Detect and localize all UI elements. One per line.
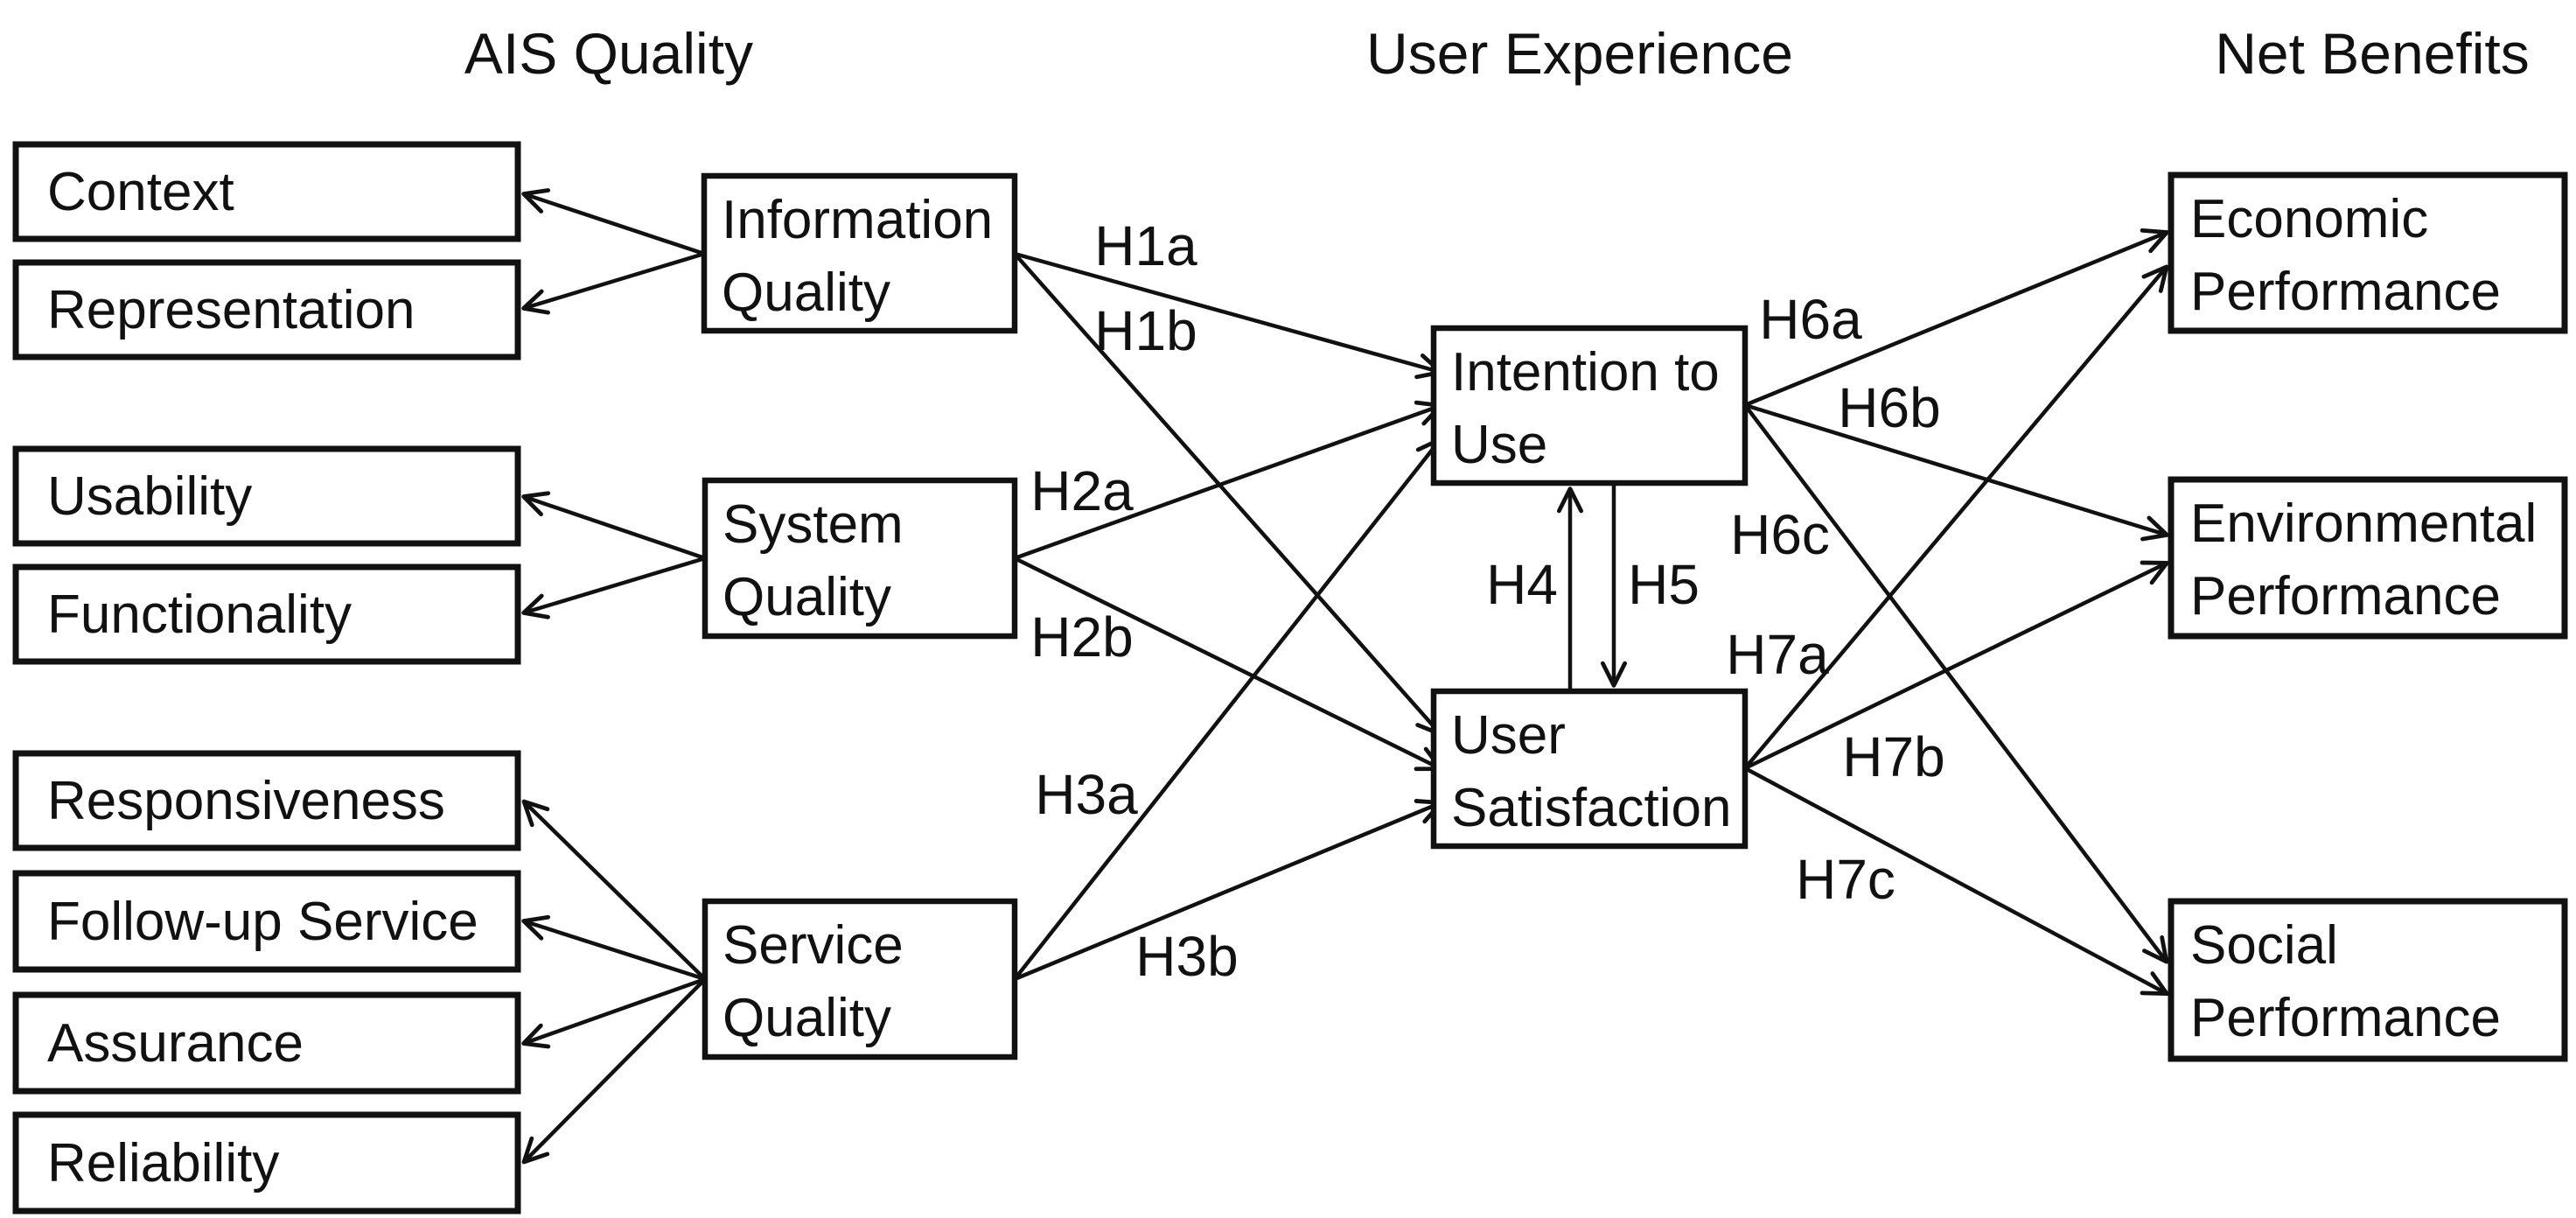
arrow-h7a — [1743, 264, 2169, 770]
indicator-box-context: Context — [12, 141, 521, 242]
construct-label-line2: Performance — [2190, 262, 2501, 322]
indicator-box-representation: Representation — [12, 259, 521, 360]
hypothesis-label-h6b: H6b — [1838, 376, 1940, 439]
arrow-sq-to-functionality — [521, 556, 706, 620]
construct-label-line1: User — [1451, 705, 1566, 766]
indicator-box-usability: Usability — [12, 445, 521, 547]
hypothesis-label-h6a: H6a — [1759, 288, 1862, 351]
arrow-h6a — [1744, 228, 2169, 408]
hypothesis-label-h4: H4 — [1486, 553, 1558, 616]
hypothesis-label-h2b: H2b — [1030, 606, 1133, 668]
construct-label-line2: Quality — [723, 567, 891, 627]
indicator-label: Assurance — [47, 1013, 304, 1074]
construct-label-line2: Use — [1451, 415, 1547, 475]
indicator-box-functionality: Functionality — [12, 564, 521, 665]
construct-box-environmental-performance: Environmental Performance — [2168, 476, 2568, 640]
indicator-box-assurance: Assurance — [12, 991, 521, 1095]
box-outline — [12, 750, 521, 851]
arrow-h2a — [1014, 400, 1443, 561]
header-ais-quality: AIS Quality — [464, 21, 753, 86]
box-outline — [12, 445, 521, 547]
construct-label-line2: Quality — [723, 988, 891, 1048]
arrow-servq-to-assurance — [521, 976, 706, 1049]
hypothesis-label-h3b: H3b — [1135, 925, 1238, 988]
hypothesis-label-h7b: H7b — [1842, 725, 1944, 788]
box-outline — [1430, 325, 1749, 486]
box-outline — [701, 172, 1018, 334]
indicator-box-responsiveness: Responsiveness — [12, 750, 521, 851]
arrow-iq-to-context — [521, 188, 705, 256]
construct-label-line1: Intention to — [1451, 342, 1720, 402]
construct-label-line2: Performance — [2190, 566, 2501, 626]
arrow-h6b — [1744, 402, 2169, 542]
construct-label-line1: Social — [2190, 915, 2338, 976]
arrow-h7b — [1744, 560, 2169, 771]
indicator-label: Representation — [47, 280, 415, 340]
arrow-servq-to-responsiveness — [521, 799, 707, 981]
construct-label-line2: Quality — [722, 262, 890, 323]
arrow-h7c — [1743, 766, 2169, 997]
construct-box-information-quality: Information Quality — [701, 172, 1018, 334]
box-outline — [2168, 172, 2568, 334]
box-outline — [1430, 688, 1749, 850]
construct-box-social-performance: Social Performance — [2168, 898, 2568, 1062]
header-user-experience: User Experience — [1366, 21, 1793, 86]
construct-box-user-satisfaction: User Satisfaction — [1430, 688, 1749, 850]
indicator-label: Context — [47, 162, 234, 222]
arrow-iq-to-representation — [521, 251, 705, 315]
hypothesis-label-h6c: H6c — [1730, 503, 1830, 566]
construct-label-line1: Information — [722, 190, 993, 250]
box-outline — [12, 870, 521, 973]
box-outline — [12, 991, 521, 1095]
construct-label-line1: Economic — [2190, 189, 2428, 249]
box-outline — [12, 1111, 521, 1214]
indicator-box-reliability: Reliability — [12, 1111, 521, 1214]
box-outline — [12, 259, 521, 360]
box-outline — [2168, 898, 2568, 1062]
construct-label-line2: Performance — [2190, 988, 2501, 1048]
construct-label-line2: Satisfaction — [1451, 778, 1732, 838]
section-headers: AIS Quality User Experience Net Benefits — [464, 21, 2530, 86]
hypothesis-label-h7c: H7c — [1796, 848, 1895, 911]
box-outline — [702, 477, 1018, 640]
indicator-label: Reliability — [47, 1133, 279, 1194]
arrow-h1a — [1014, 251, 1443, 380]
indicator-label: Follow-up Service — [47, 892, 478, 952]
construct-box-service-quality: Service Quality — [702, 898, 1018, 1060]
indicator-label: Usability — [47, 466, 252, 527]
hypothesis-label-h7a: H7a — [1726, 623, 1829, 686]
hypothesis-label-h2a: H2a — [1030, 459, 1134, 522]
hypothesis-label-h3a: H3a — [1035, 763, 1138, 826]
arrow-h3b — [1014, 799, 1443, 982]
arrow-h3a — [1013, 437, 1443, 981]
construct-label-line1: Environmental — [2190, 494, 2537, 554]
arrows-layer — [521, 188, 2169, 1165]
arrow-h2b — [1014, 556, 1443, 772]
box-outline — [12, 141, 521, 242]
arrow-servq-to-reliability — [521, 977, 707, 1165]
construct-label-line1: System — [723, 494, 904, 555]
hypothesis-label-h5: H5 — [1628, 553, 1700, 616]
box-outline — [702, 898, 1018, 1060]
indicator-label: Responsiveness — [47, 771, 445, 831]
indicator-box-followup-service: Follow-up Service — [12, 870, 521, 973]
arrow-h6c — [1743, 403, 2169, 964]
construct-box-intention-to-use: Intention to Use — [1430, 325, 1749, 486]
arrow-h1b — [1013, 252, 1443, 737]
construct-box-system-quality: System Quality — [702, 477, 1018, 640]
construct-label-line1: Service — [723, 915, 904, 976]
hypothesis-labels: H1a H1b H2a H2b H3a H3b H4 H5 H6a H6b H6… — [1030, 214, 1944, 988]
construct-box-economic-performance: Economic Performance — [2168, 172, 2568, 334]
box-outline — [2168, 476, 2568, 640]
arrow-sq-to-usability — [521, 491, 706, 561]
arrow-servq-to-followup — [521, 914, 706, 982]
indicator-label: Functionality — [47, 584, 352, 645]
header-net-benefits: Net Benefits — [2215, 21, 2530, 86]
box-outline — [12, 564, 521, 665]
hypothesis-label-h1a: H1a — [1094, 214, 1197, 277]
hypothesis-label-h1b: H1b — [1094, 299, 1197, 362]
